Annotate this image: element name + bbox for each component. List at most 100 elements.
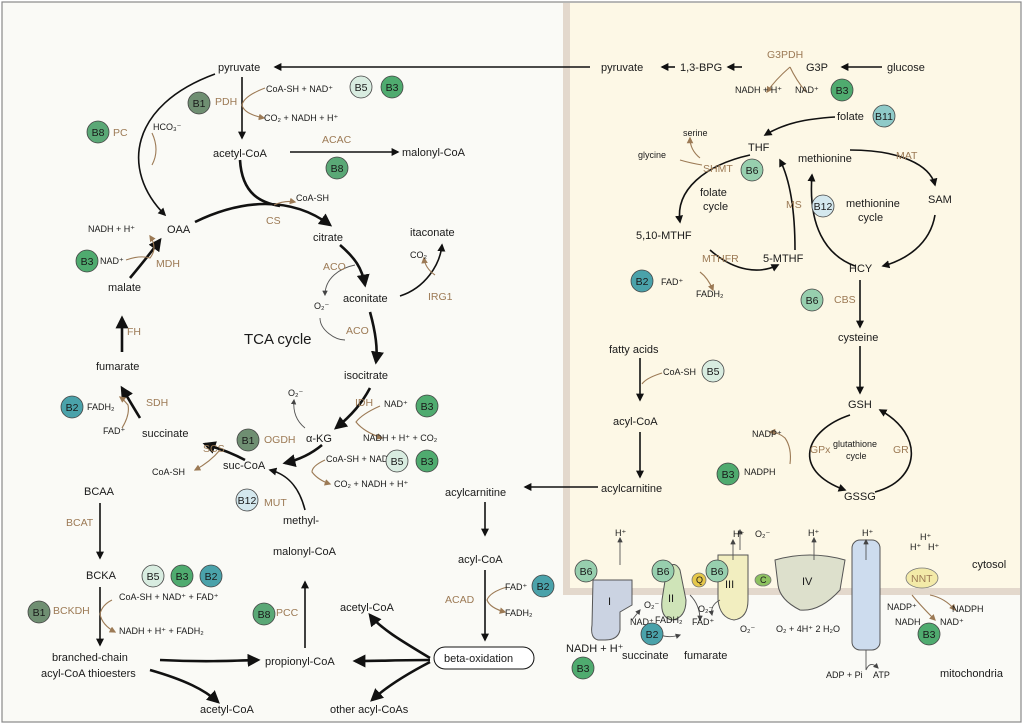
enzyme-aco-1: ACO: [323, 261, 346, 273]
vitamin-badge-label: B1: [242, 435, 255, 447]
vitamin-badge-b3: [75, 249, 99, 273]
vitamin-badge-label: B1: [33, 607, 46, 619]
enzyme-cbs: CBS: [834, 294, 856, 306]
succinate: succinate: [142, 428, 188, 440]
vitamin-badge-b2: [531, 574, 555, 598]
enzyme-cs: CS: [266, 215, 281, 227]
pyruvate-mito: pyruvate: [218, 62, 260, 74]
bpg: 1,3-BPG: [680, 62, 722, 74]
folate: folate: [837, 111, 864, 123]
enzyme-bcat: BCAT: [66, 517, 94, 529]
vitamin-badge-b3: [415, 394, 439, 418]
malonyl-coa: malonyl-CoA: [402, 147, 466, 159]
bc-thioesters-line1: branched-chain: [52, 652, 128, 664]
methionine-cycle-label-1: methionine: [846, 198, 900, 210]
enzyme-mthfr: MTHFR: [702, 253, 739, 265]
cs-coa: CoA-SH: [296, 193, 329, 203]
propionyl-coa: propionyl-CoA: [265, 656, 335, 668]
vitamin-badge-b5: [141, 564, 165, 588]
vitamin-badge-b5: [349, 75, 373, 99]
vitamin-badge-label: B3: [421, 456, 434, 468]
pdh-inputs: CoA-SH + NAD⁺: [266, 84, 333, 94]
gpx-nadp: NADP⁺: [752, 429, 782, 439]
vitamin-badge-b3: [170, 564, 194, 588]
complex-iii-proton: H⁺: [733, 529, 744, 539]
vitamin-badge-b5: [701, 359, 725, 383]
aconitate: aconitate: [343, 293, 388, 305]
methylmalonyl-line1: methyl-: [283, 515, 319, 527]
vitamin-badge-b6: [651, 559, 675, 583]
vitamin-badge-label: B5: [391, 456, 404, 468]
acad-fadh2: FADH₂: [505, 608, 533, 618]
vitamin-badge-b6: [800, 288, 824, 312]
enzyme-aco-2: ACO: [346, 325, 369, 337]
vitamin-badge-label: B3: [836, 85, 849, 97]
enzyme-pcc: PCC: [276, 607, 299, 619]
acylcarnitine-cyto: acylcarnitine: [601, 483, 662, 495]
mthf-5-10: 5,10-MTHF: [636, 230, 692, 242]
nnt-nadp: NADP⁺: [887, 602, 917, 612]
isocitrate: isocitrate: [344, 370, 388, 382]
enzyme-g3pdh: G3PDH: [767, 49, 803, 61]
coenzyme-q: [691, 572, 707, 588]
enzyme-irg1: IRG1: [428, 291, 453, 303]
vitamin-badge-label: B3: [421, 401, 434, 413]
nnt-nad: NAD⁺: [940, 617, 964, 627]
g3pdh-nad: NAD⁺: [795, 85, 819, 95]
complex-i-label: I: [608, 596, 611, 608]
etc-succinate: succinate: [622, 650, 668, 662]
glutathione-cycle-label-2: cycle: [846, 451, 867, 461]
bckdh-inputs: CoA-SH + NAD⁺ + FAD⁺: [119, 592, 219, 602]
complex-iii-o2-in: O₂⁻: [740, 624, 755, 634]
etc-fad: FAD⁺: [692, 617, 715, 627]
complex-iii-label: III: [725, 579, 734, 591]
vitamin-badge-label: B3: [176, 571, 189, 583]
etc-water: O₂ + 4H⁺ 2 H₂O: [776, 624, 840, 634]
nnt-proton-3: H⁺: [928, 542, 939, 552]
irg1-co2: CO₂: [410, 250, 428, 260]
mdh-nadh: NADH + H⁺: [88, 224, 135, 234]
complex-i-o2: O₂⁻: [644, 600, 659, 610]
beta-oxidation: beta-oxidation: [444, 653, 513, 665]
complex-i: [591, 579, 633, 641]
gssg: GSSG: [844, 491, 876, 503]
enzyme-bckdh: BCKDH: [53, 605, 90, 617]
serine: serine: [683, 128, 708, 138]
enzyme-ogdh: OGDH: [264, 434, 296, 446]
nnt-nadh: NADH: [895, 617, 921, 627]
vitamin-badge-label: B6: [746, 165, 759, 177]
idh-nad: NAD⁺: [384, 399, 408, 409]
cytosol-label: cytosol: [972, 559, 1006, 571]
vitamin-badge-label: B12: [238, 495, 257, 507]
vitamin-badge-label: B6: [711, 566, 724, 578]
folate-cycle-label-2: cycle: [703, 201, 728, 213]
vitamin-badge-b8: [252, 602, 276, 626]
enzyme-mut: MUT: [264, 497, 287, 509]
enzyme-mat: MAT: [896, 150, 918, 162]
acetyl-coa-beta: acetyl-CoA: [340, 602, 394, 614]
glucose: glucose: [887, 62, 925, 74]
vitamin-badge-b3: [716, 462, 740, 486]
idh-outputs: NADH + H⁺ + CO₂: [363, 433, 438, 443]
vitamin-badge-label: B8: [331, 163, 344, 175]
enzyme-gpx: GPx: [810, 444, 831, 456]
etc-fadh2: FADH₂: [655, 615, 683, 625]
membrane-vertical: [563, 3, 570, 588]
bcka: BCKA: [86, 570, 117, 582]
vitamin-badge-label: B8: [258, 609, 271, 621]
sdh-fadh2: FADH₂: [87, 402, 115, 412]
vitamin-badge-label: B5: [147, 571, 160, 583]
methionine-cycle-label-2: cycle: [858, 212, 883, 224]
vitamin-badge-b11: [872, 104, 896, 128]
enzyme-nnt: NNT: [911, 573, 933, 585]
folate-cycle-label-1: folate: [700, 187, 727, 199]
vitamin-badge-label: B6: [806, 295, 819, 307]
enzyme-pdh: PDH: [215, 96, 237, 108]
vitamin-badge-b8: [325, 156, 349, 180]
mdh-nad: NAD⁺: [100, 256, 124, 266]
etc-nadh: NADH + H⁺: [566, 643, 624, 655]
vitamin-badge-label: B3: [386, 82, 399, 94]
aco-o2-radical: O₂⁻: [314, 301, 329, 311]
